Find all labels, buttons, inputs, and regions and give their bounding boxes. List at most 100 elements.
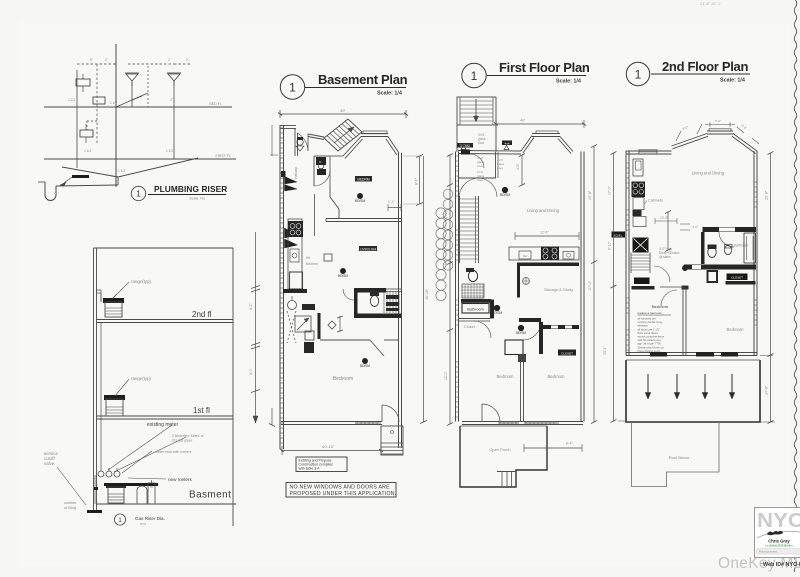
svg-text:Roof Below: Roof Below xyxy=(669,455,690,460)
svg-text:@ stairs: @ stairs xyxy=(659,255,671,259)
svg-text:Basment: Basment xyxy=(189,490,231,501)
svg-text:all windows are: all windows are xyxy=(638,317,657,321)
svg-text:40': 40' xyxy=(340,108,345,113)
svg-text:meter rack with meters: meter rack with meters xyxy=(155,450,192,454)
svg-text:DD gas pipes: DD gas pipes xyxy=(172,439,193,443)
svg-text:1: 1 xyxy=(471,69,478,83)
svg-text:Scale: 1/4: Scale: 1/4 xyxy=(556,79,581,85)
svg-text:Open Porch: Open Porch xyxy=(489,447,510,452)
svg-text:2": 2" xyxy=(170,98,173,102)
svg-text:1'-1": 1'-1" xyxy=(388,200,395,204)
svg-text:BD/SM: BD/SM xyxy=(360,364,370,368)
svg-text:Web ID# NYC-Pl: Web ID# NYC-Pl xyxy=(763,562,800,568)
svg-text:CLOSET: CLOSET xyxy=(561,351,573,355)
svg-text:1 1/2: 1 1/2 xyxy=(68,98,75,102)
svg-text:1: 1 xyxy=(289,81,296,95)
svg-text:BD/SM: BD/SM xyxy=(338,274,348,278)
svg-text:9'-10": 9'-10" xyxy=(608,241,612,250)
svg-text:First Floor Plan: First Floor Plan xyxy=(499,60,590,75)
svg-text:Kitchen: Kitchen xyxy=(306,262,318,266)
svg-text:1 1/2: 1 1/2 xyxy=(166,149,173,153)
svg-text:existing meter: existing meter xyxy=(147,422,178,428)
svg-text:24'-8": 24'-8" xyxy=(765,385,769,395)
svg-text:Sheetrocked finish c/o: Sheetrocked finish c/o xyxy=(638,345,665,349)
svg-text:existing double hung: existing double hung xyxy=(638,320,663,324)
svg-text:2nd Floor Plan: 2nd Floor Plan xyxy=(662,59,748,74)
svg-text:8'-0": 8'-0" xyxy=(249,367,253,375)
svg-text:windows: windows xyxy=(638,324,649,328)
svg-text:12'-0": 12'-0" xyxy=(444,371,448,380)
svg-text:2 Buderflex 'tubes' of: 2 Buderflex 'tubes' of xyxy=(172,434,204,438)
svg-text:Cabinets: Cabinets xyxy=(648,199,663,203)
svg-text:12'-6": 12'-6" xyxy=(540,231,549,235)
svg-text:except complete items: except complete items xyxy=(638,335,665,339)
svg-text:of Bldg: of Bldg xyxy=(64,506,76,510)
svg-text:LIVING RM: LIVING RM xyxy=(360,247,377,251)
svg-text:Storage & Study: Storage & Study xyxy=(544,287,573,292)
svg-text:Bathroom: Bathroom xyxy=(467,308,483,312)
svg-text:door: door xyxy=(477,164,483,168)
svg-text:4'-0": 4'-0" xyxy=(516,163,520,170)
svg-text:CLOSET: CLOSET xyxy=(731,276,743,280)
svg-text:40': 40' xyxy=(520,118,525,123)
svg-text:6": 6" xyxy=(90,58,93,62)
svg-text:with fire-rated room: with fire-rated room xyxy=(638,338,662,342)
svg-text:BED FL: BED FL xyxy=(209,102,222,106)
svg-text:NO NEW WINDOWS AND DOORS ARE: NO NEW WINDOWS AND DOORS ARE xyxy=(290,485,391,491)
svg-text:6'-4": 6'-4" xyxy=(566,442,574,446)
svg-text:BD/SM: BD/SM xyxy=(355,199,365,203)
svg-text:Lic Assoc R E Broker: Lic Assoc R E Broker xyxy=(765,544,793,548)
svg-text:1: 1 xyxy=(136,190,141,199)
svg-text:Bedroom: Bedroom xyxy=(652,304,669,309)
svg-text:door: door xyxy=(478,141,485,145)
svg-text:Gas Riser Dia.: Gas Riser Dia. xyxy=(135,516,165,521)
svg-text:door: door xyxy=(497,166,503,170)
svg-text:BD/SM: BD/SM xyxy=(500,193,510,197)
svg-text:Bedroom: Bedroom xyxy=(548,374,566,379)
svg-text:Bedroom: Bedroom xyxy=(727,327,745,332)
svg-text:thick wood doors: thick wood doors xyxy=(638,331,659,335)
svg-text:PROPOSED UNDER THIS APPLICATIO: PROPOSED UNDER THIS APPLICATION. xyxy=(290,491,397,497)
svg-text:4x4: 4x4 xyxy=(505,141,510,145)
svg-text:2": 2" xyxy=(168,58,171,62)
svg-text:4'-0": 4'-0" xyxy=(692,225,698,229)
svg-text:2": 2" xyxy=(105,58,108,62)
svg-text:8'-1": 8'-1" xyxy=(415,177,419,185)
svg-text:Closet: Closet xyxy=(464,325,476,329)
svg-text:1 1/2: 1 1/2 xyxy=(118,169,125,173)
svg-text:range(typ): range(typ) xyxy=(131,376,152,381)
svg-text:Scale: No: Scale: No xyxy=(189,197,205,201)
svg-text:FIRST FL: FIRST FL xyxy=(215,154,231,158)
svg-text:Living and Dining: Living and Dining xyxy=(692,171,725,176)
svg-text:BD/SM: BD/SM xyxy=(516,331,526,335)
svg-text:1st fl: 1st fl xyxy=(193,406,210,415)
svg-text:BD/SM: BD/SM xyxy=(492,311,502,315)
svg-text:EQ/EL: EQ/EL xyxy=(614,233,623,237)
svg-text:24'-8" 30'-1": 24'-8" 30'-1" xyxy=(700,1,722,6)
svg-text:new meters: new meters xyxy=(168,477,192,482)
svg-text:with table 3-4: with table 3-4 xyxy=(299,467,320,471)
svg-text:Post comment...: Post comment... xyxy=(759,550,779,554)
svg-text:valve.: valve. xyxy=(44,461,55,466)
svg-text:27'-4": 27'-4" xyxy=(588,280,592,290)
svg-text:Bedroom: Bedroom xyxy=(497,374,515,379)
svg-text:3 CMU: 3 CMU xyxy=(460,144,471,148)
svg-text:all doors are 1 1/2": all doors are 1 1/2" xyxy=(638,327,661,331)
svg-text:range(typ): range(typ) xyxy=(131,279,152,284)
svg-text:BEDRM: BEDRM xyxy=(357,178,369,182)
svg-text:8'-2": 8'-2" xyxy=(249,302,253,310)
svg-text:17'-0": 17'-0" xyxy=(444,211,448,220)
svg-text:outside: outside xyxy=(64,501,76,505)
svg-text:NTS: NTS xyxy=(140,522,146,526)
svg-text:40'-10": 40'-10" xyxy=(425,288,429,300)
svg-text:NYC: NYC xyxy=(757,510,800,532)
svg-text:PLUMBING RISER: PLUMBING RISER xyxy=(154,184,227,194)
svg-text:Basement Plan: Basement Plan xyxy=(318,72,408,87)
svg-text:10'-0": 10'-0" xyxy=(660,216,668,220)
svg-text:40'-10": 40'-10" xyxy=(322,444,335,449)
svg-text:Hallway: Hallway xyxy=(294,167,298,179)
svg-text:Scale: 1/4: Scale: 1/4 xyxy=(720,78,745,84)
svg-text:2nd fl: 2nd fl xyxy=(192,310,212,319)
svg-text:17'-0": 17'-0" xyxy=(608,186,612,195)
svg-text:Ref: Ref xyxy=(523,254,528,258)
